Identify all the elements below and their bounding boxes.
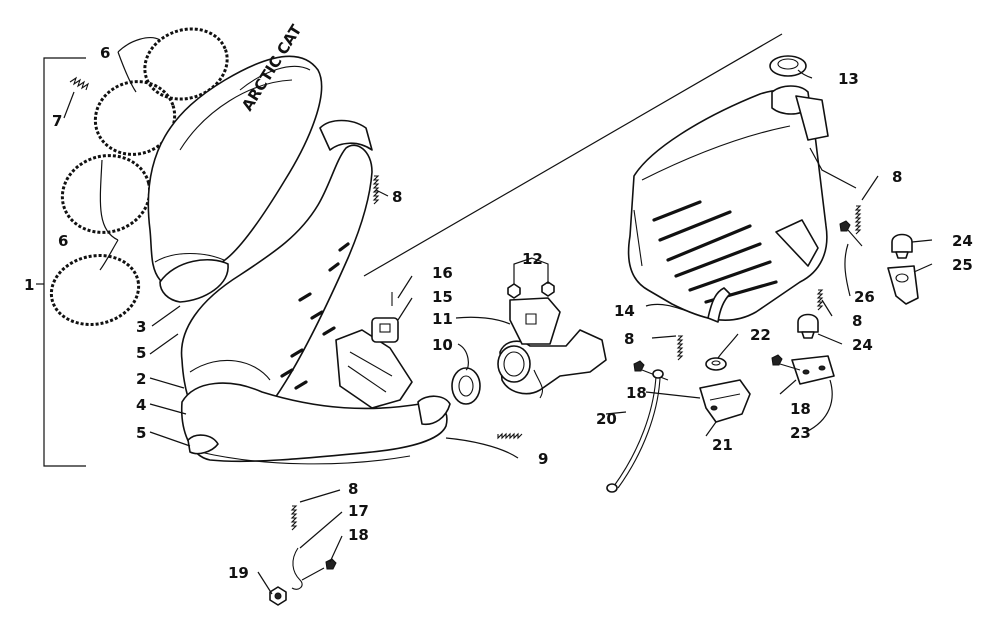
callout-18c: 18 bbox=[790, 400, 811, 418]
callout-20: 20 bbox=[596, 410, 617, 428]
callout-18a: 18 bbox=[348, 526, 369, 544]
bolt-18-lower bbox=[301, 558, 337, 581]
callout-23: 23 bbox=[790, 424, 811, 442]
callout-6a: 6 bbox=[100, 44, 110, 62]
callout-3: 3 bbox=[136, 318, 146, 336]
manifold-nuts bbox=[507, 281, 555, 299]
grommet bbox=[371, 292, 399, 343]
spring-tank-left bbox=[676, 335, 684, 361]
tank bbox=[627, 85, 829, 321]
bolt-26 bbox=[839, 220, 863, 247]
rubber-bumper-upper bbox=[891, 233, 913, 259]
callout-15: 15 bbox=[432, 288, 453, 306]
small-spring bbox=[69, 76, 90, 91]
callout-8a: 8 bbox=[392, 188, 402, 206]
callout-5b: 5 bbox=[136, 424, 146, 442]
spring-clip bbox=[291, 547, 303, 590]
expansion-chamber bbox=[180, 119, 451, 465]
callout-19: 19 bbox=[228, 564, 249, 582]
spring-tank-right bbox=[854, 205, 862, 235]
callout-9: 9 bbox=[538, 450, 548, 468]
mounting-plate bbox=[335, 329, 413, 409]
callout-10: 10 bbox=[432, 336, 453, 354]
callout-labels: 1 2 3 4 5 5 6 6 7 8 8 8 8 8 9 10 11 12 1… bbox=[24, 44, 973, 582]
callout-6b: 6 bbox=[58, 232, 68, 250]
callout-7: 7 bbox=[52, 112, 62, 130]
heat-shield-rings bbox=[49, 27, 229, 326]
callout-8d: 8 bbox=[892, 168, 902, 186]
bracket-upper-right bbox=[887, 265, 919, 305]
callout-21: 21 bbox=[712, 436, 733, 454]
washer bbox=[705, 357, 727, 371]
gasket bbox=[451, 367, 481, 405]
callout-11: 11 bbox=[432, 310, 453, 328]
tank-outlet bbox=[707, 287, 731, 323]
silencer: ARCTIC CAT bbox=[147, 21, 323, 303]
callout-24b: 24 bbox=[852, 336, 873, 354]
callout-13: 13 bbox=[838, 70, 859, 88]
callout-25: 25 bbox=[952, 256, 973, 274]
bracket-21 bbox=[699, 379, 751, 423]
callout-8b: 8 bbox=[348, 480, 358, 498]
spring-tank-mid bbox=[816, 289, 824, 311]
bracket-23 bbox=[791, 355, 835, 385]
callout-22: 22 bbox=[750, 326, 771, 344]
callout-5a: 5 bbox=[136, 344, 146, 362]
callout-4: 4 bbox=[136, 396, 146, 414]
callout-17: 17 bbox=[348, 502, 369, 520]
bolt-18-left bbox=[633, 360, 669, 381]
callout-8e: 8 bbox=[852, 312, 862, 330]
spring-horizontal bbox=[497, 432, 523, 440]
assembly-leader bbox=[363, 33, 783, 277]
bolt-18-right bbox=[771, 354, 801, 371]
ground-cable bbox=[606, 369, 664, 493]
callout-26: 26 bbox=[854, 288, 875, 306]
nut-19 bbox=[269, 586, 287, 606]
callout-14: 14 bbox=[614, 302, 635, 320]
callout-1: 1 bbox=[24, 276, 34, 294]
exhaust-manifold bbox=[497, 297, 607, 399]
spring-upper-chamber bbox=[372, 175, 380, 205]
leader-lines bbox=[63, 37, 933, 595]
callout-18b: 18 bbox=[626, 384, 647, 402]
callout-12: 12 bbox=[522, 250, 543, 268]
callout-24a: 24 bbox=[952, 232, 973, 250]
rubber-bumper-lower bbox=[797, 313, 819, 339]
spring-bottom bbox=[290, 505, 298, 531]
tank-cap bbox=[769, 55, 807, 77]
callout-8c: 8 bbox=[624, 330, 634, 348]
assembly-bracket bbox=[36, 57, 86, 467]
callout-2: 2 bbox=[136, 370, 146, 388]
callout-16: 16 bbox=[432, 264, 453, 282]
